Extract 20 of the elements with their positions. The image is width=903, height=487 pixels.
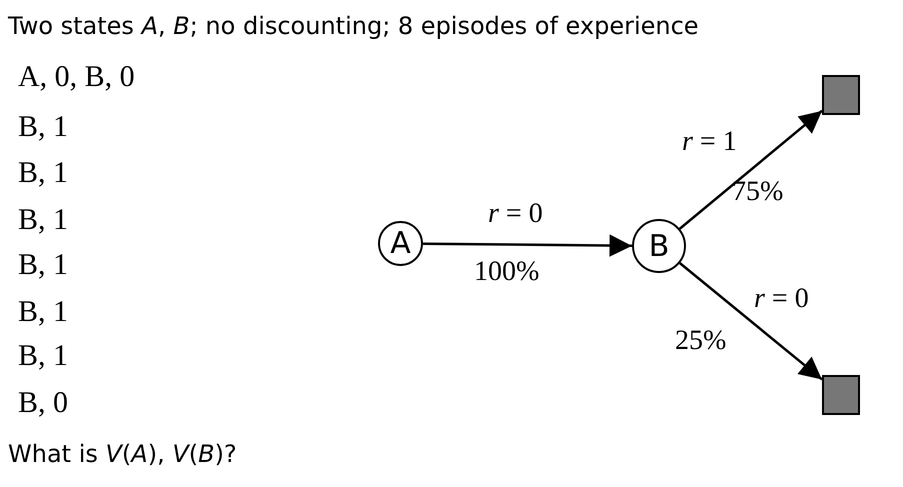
state-circle: B bbox=[632, 219, 686, 273]
episode-text: B, 1 bbox=[18, 158, 68, 188]
episode-text: B, 1 bbox=[18, 297, 68, 327]
state-circle: A bbox=[378, 221, 423, 266]
arrow bbox=[679, 262, 823, 380]
probability-label: 75% bbox=[732, 178, 784, 206]
terminal-square bbox=[822, 75, 860, 115]
probability-label: 100% bbox=[474, 258, 540, 286]
arrow bbox=[422, 234, 632, 257]
episode-text: B, 1 bbox=[18, 205, 68, 235]
episode-text: B, 1 bbox=[18, 250, 68, 280]
episode-text: B, 1 bbox=[18, 341, 68, 371]
arrow bbox=[678, 110, 823, 230]
title: Two states A, B; no discounting; 8 episodes of experience bbox=[8, 12, 699, 40]
episode-text: B, 1 bbox=[18, 112, 68, 142]
probability-label: 25% bbox=[675, 327, 726, 355]
terminal-square bbox=[822, 375, 860, 415]
episode-text: A, 0, B, 0 bbox=[18, 62, 135, 92]
question-text: What is V(A), V(B)? bbox=[8, 440, 237, 468]
episode-text: B, 0 bbox=[18, 388, 68, 418]
